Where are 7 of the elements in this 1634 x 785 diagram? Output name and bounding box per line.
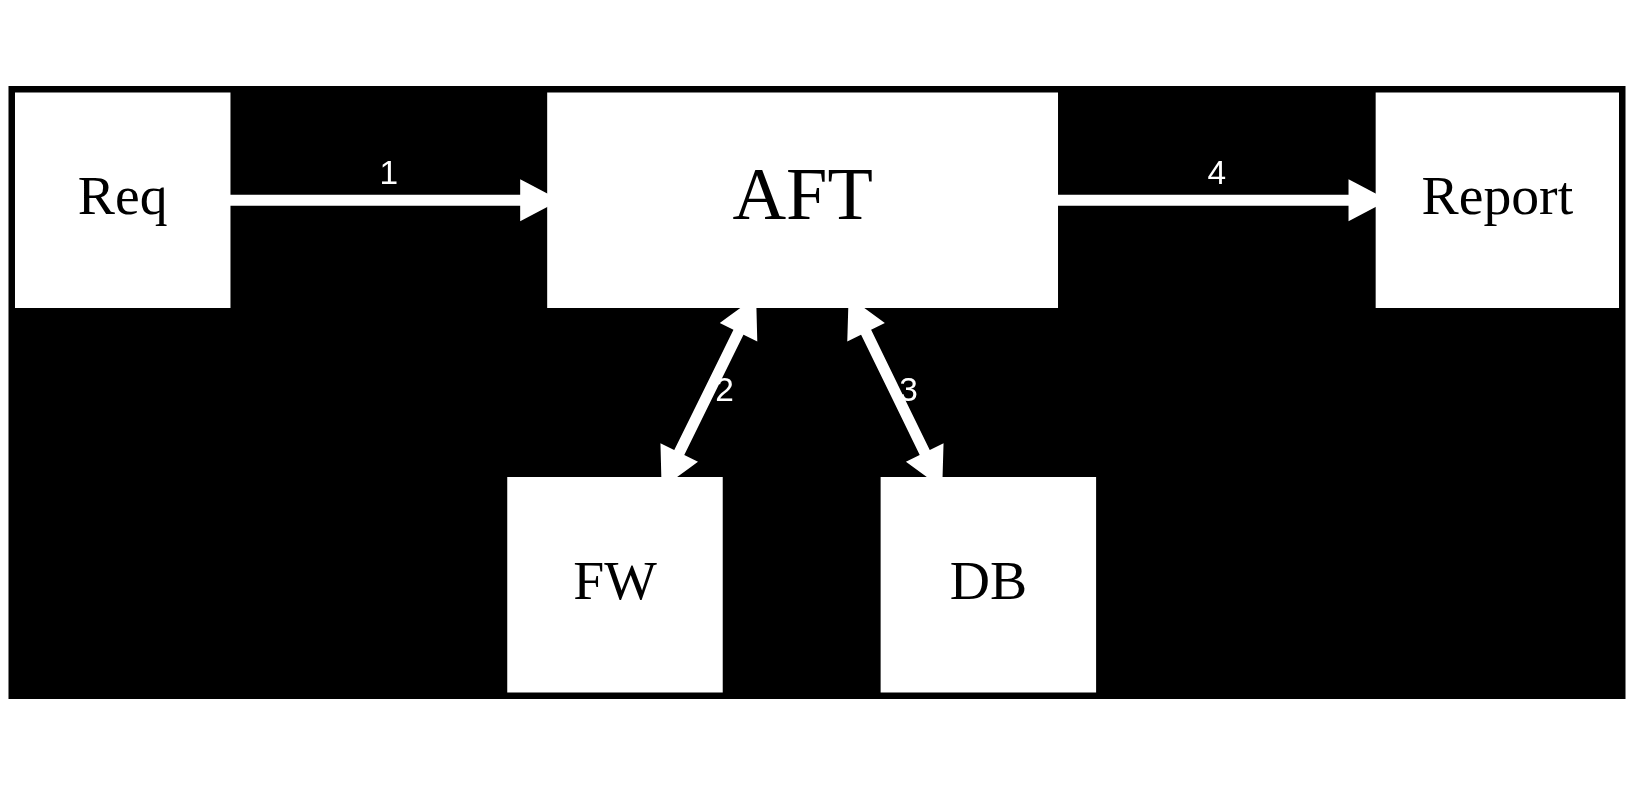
node-box: Req <box>15 92 231 308</box>
edge-label: 1 <box>379 154 399 192</box>
node-box: AFT <box>547 92 1058 308</box>
node-box: Report <box>1375 92 1619 308</box>
node-box: FW <box>507 477 723 693</box>
edge-label: 4 <box>1207 154 1227 192</box>
node-box: DB <box>880 477 1097 693</box>
